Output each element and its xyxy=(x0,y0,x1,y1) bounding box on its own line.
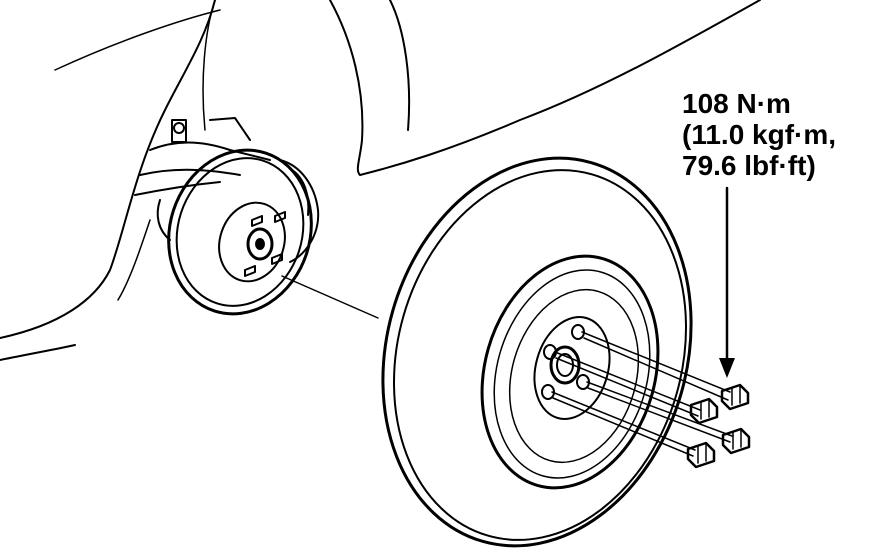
lug-nuts xyxy=(686,383,751,469)
torque-spec-lbfft: 79.6 lbf·ft) xyxy=(682,150,816,181)
car-body-fender xyxy=(0,0,761,361)
lug-nut xyxy=(720,383,750,411)
alignment-line xyxy=(281,275,379,319)
brake-disc-hub xyxy=(167,148,313,316)
wheel-tire xyxy=(381,156,693,548)
torque-spec-nm: 108 N·m xyxy=(682,88,791,119)
callout-arrow xyxy=(719,186,735,378)
hub-studs xyxy=(244,211,286,277)
torque-spec-kgfm: (11.0 kgf·m, xyxy=(682,119,837,150)
lug-nut xyxy=(686,441,716,469)
torque-spec-label: 108 N·m (11.0 kgf·m, 79.6 lbf·ft) xyxy=(682,88,836,181)
lug-nut xyxy=(721,427,751,455)
nut-guide-lines xyxy=(551,331,733,457)
suspension-knuckle xyxy=(134,117,320,263)
lug-nut xyxy=(689,397,719,425)
